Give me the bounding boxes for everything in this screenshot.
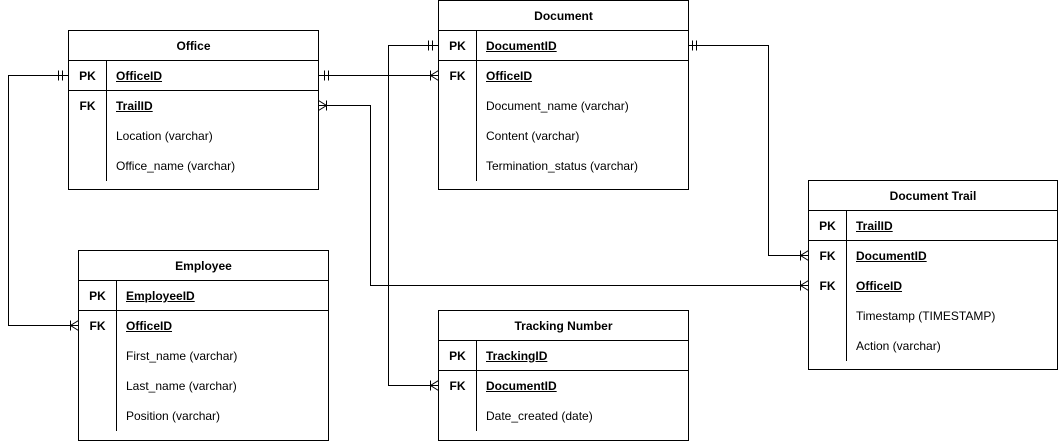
attribute-name: Termination_status (varchar) — [486, 159, 639, 173]
entity-row: PK EmployeeID — [79, 281, 328, 311]
entity-tracking-number[interactable]: Tracking Number PK TrackingID FK Documen… — [438, 310, 689, 441]
key-label: PK — [439, 31, 477, 60]
entity-document-trail[interactable]: Document Trail PK TrailID FK DocumentID … — [808, 180, 1058, 370]
attribute-name: EmployeeID — [126, 289, 195, 303]
key-label — [439, 121, 477, 151]
attribute-name: Last_name (varchar) — [126, 379, 237, 393]
attribute-name: DocumentID — [486, 39, 557, 53]
one-marker-office-left — [58, 70, 63, 81]
edge-document-pk-left — [388, 45, 439, 386]
many-marker-document-fk — [429, 70, 439, 81]
key-label — [809, 301, 847, 331]
entity-employee[interactable]: Employee PK EmployeeID FK OfficeID First… — [78, 250, 329, 441]
one-marker-document-left — [428, 40, 433, 51]
key-label: FK — [439, 61, 477, 91]
many-marker-employee-fk — [69, 320, 79, 331]
key-label: PK — [809, 211, 847, 240]
key-label — [439, 91, 477, 121]
many-marker-trail-documentid — [799, 250, 809, 261]
attribute-name: TrackingID — [486, 349, 548, 363]
entity-row: FK TrailID — [69, 91, 318, 121]
entity-title: Document — [439, 1, 688, 31]
edge-office-employee — [8, 75, 79, 326]
key-label: FK — [79, 311, 117, 341]
one-marker-document-right — [692, 40, 697, 51]
key-label: PK — [69, 61, 107, 90]
entity-row: Content (varchar) — [439, 121, 688, 151]
many-marker-office-trailid — [318, 100, 328, 111]
key-label — [79, 371, 117, 401]
attribute-name: OfficeID — [116, 69, 163, 83]
attribute-name: Date_created (date) — [486, 409, 593, 423]
entity-row: Office_name (varchar) — [69, 151, 318, 181]
attribute-name: OfficeID — [486, 69, 533, 83]
key-label — [69, 121, 107, 151]
key-label: FK — [69, 91, 107, 121]
entity-title: Document Trail — [809, 181, 1057, 211]
key-label: FK — [809, 271, 847, 301]
entity-title: Tracking Number — [439, 311, 688, 341]
attribute-name: Location (varchar) — [116, 129, 213, 143]
attribute-name: Content (varchar) — [486, 129, 580, 143]
key-label: PK — [439, 341, 477, 370]
key-label — [439, 401, 477, 431]
attribute-name: Document_name (varchar) — [486, 99, 629, 113]
entity-row: FK OfficeID — [79, 311, 328, 341]
attribute-name: OfficeID — [856, 279, 903, 293]
key-label — [439, 151, 477, 181]
attribute-name: Timestamp (TIMESTAMP) — [856, 309, 996, 323]
entity-row: Date_created (date) — [439, 401, 688, 431]
attribute-name: DocumentID — [856, 249, 927, 263]
one-marker-office-right — [324, 70, 329, 81]
entity-row: First_name (varchar) — [79, 341, 328, 371]
entity-row: PK DocumentID — [439, 31, 688, 61]
entity-office[interactable]: Office PK OfficeID FK TrailID Location (… — [68, 30, 319, 190]
edge-office-trail — [318, 105, 809, 286]
attribute-name: DocumentID — [486, 379, 557, 393]
entity-row: Termination_status (varchar) — [439, 151, 688, 181]
entity-row: FK OfficeID — [809, 271, 1057, 301]
entity-row: FK DocumentID — [439, 371, 688, 401]
entity-row: Action (varchar) — [809, 331, 1057, 361]
attribute-name: Position (varchar) — [126, 409, 221, 423]
entity-row: Position (varchar) — [79, 401, 328, 431]
key-label — [79, 401, 117, 431]
many-marker-trail-officeid — [799, 280, 809, 291]
attribute-name: Office_name (varchar) — [116, 159, 236, 173]
edge-document-trail — [688, 45, 809, 256]
attribute-name: OfficeID — [126, 319, 173, 333]
key-label: FK — [809, 241, 847, 271]
entity-row: PK TrackingID — [439, 341, 688, 371]
entity-row: Location (varchar) — [69, 121, 318, 151]
key-label — [79, 341, 117, 371]
attribute-name: Action (varchar) — [856, 339, 941, 353]
entity-row: Timestamp (TIMESTAMP) — [809, 301, 1057, 331]
attribute-name: TrailID — [856, 219, 893, 233]
key-label: PK — [79, 281, 117, 310]
attribute-name: TrailID — [116, 99, 153, 113]
key-label — [69, 151, 107, 181]
entity-row: Document_name (varchar) — [439, 91, 688, 121]
entity-row: PK TrailID — [809, 211, 1057, 241]
key-label: FK — [439, 371, 477, 401]
key-label — [809, 331, 847, 361]
entity-row: FK OfficeID — [439, 61, 688, 91]
many-marker-tracking-fk — [429, 380, 439, 391]
entity-title: Office — [69, 31, 318, 61]
entity-row: Last_name (varchar) — [79, 371, 328, 401]
entity-row: PK OfficeID — [69, 61, 318, 91]
entity-title: Employee — [79, 251, 328, 281]
entity-document[interactable]: Document PK DocumentID FK OfficeID Docum… — [438, 0, 689, 190]
entity-row: FK DocumentID — [809, 241, 1057, 271]
attribute-name: First_name (varchar) — [126, 349, 238, 363]
